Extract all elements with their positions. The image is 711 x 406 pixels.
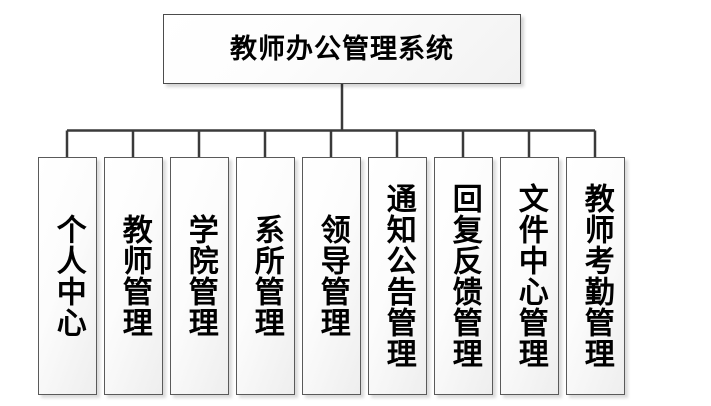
child-node-college-management[interactable]: 学院管理	[170, 157, 229, 395]
child-node-label: 教师管理	[116, 214, 152, 338]
child-node-announcement-management[interactable]: 通知公告管理	[368, 157, 427, 395]
root-node-label: 教师办公管理系统	[230, 33, 454, 65]
child-node-feedback-management[interactable]: 回复反馈管理	[434, 157, 493, 395]
child-node-label: 回复反馈管理	[446, 183, 482, 369]
child-node-attendance-management[interactable]: 教师考勤管理	[566, 157, 625, 395]
root-node-teacher-office-system[interactable]: 教师办公管理系统	[163, 14, 521, 84]
child-node-label: 领导管理	[314, 214, 350, 338]
child-node-file-center-management[interactable]: 文件中心管理	[500, 157, 559, 395]
child-node-label: 通知公告管理	[380, 183, 416, 369]
child-node-personal-center[interactable]: 个人中心	[38, 157, 97, 395]
child-node-label: 文件中心管理	[512, 183, 548, 369]
child-node-label: 个人中心	[50, 214, 86, 338]
child-node-leader-management[interactable]: 领导管理	[302, 157, 361, 395]
child-node-label: 教师考勤管理	[578, 183, 614, 369]
child-node-department-management[interactable]: 系所管理	[236, 157, 295, 395]
child-node-teacher-management[interactable]: 教师管理	[104, 157, 163, 395]
child-node-label: 学院管理	[182, 214, 218, 338]
child-node-label: 系所管理	[248, 214, 284, 338]
